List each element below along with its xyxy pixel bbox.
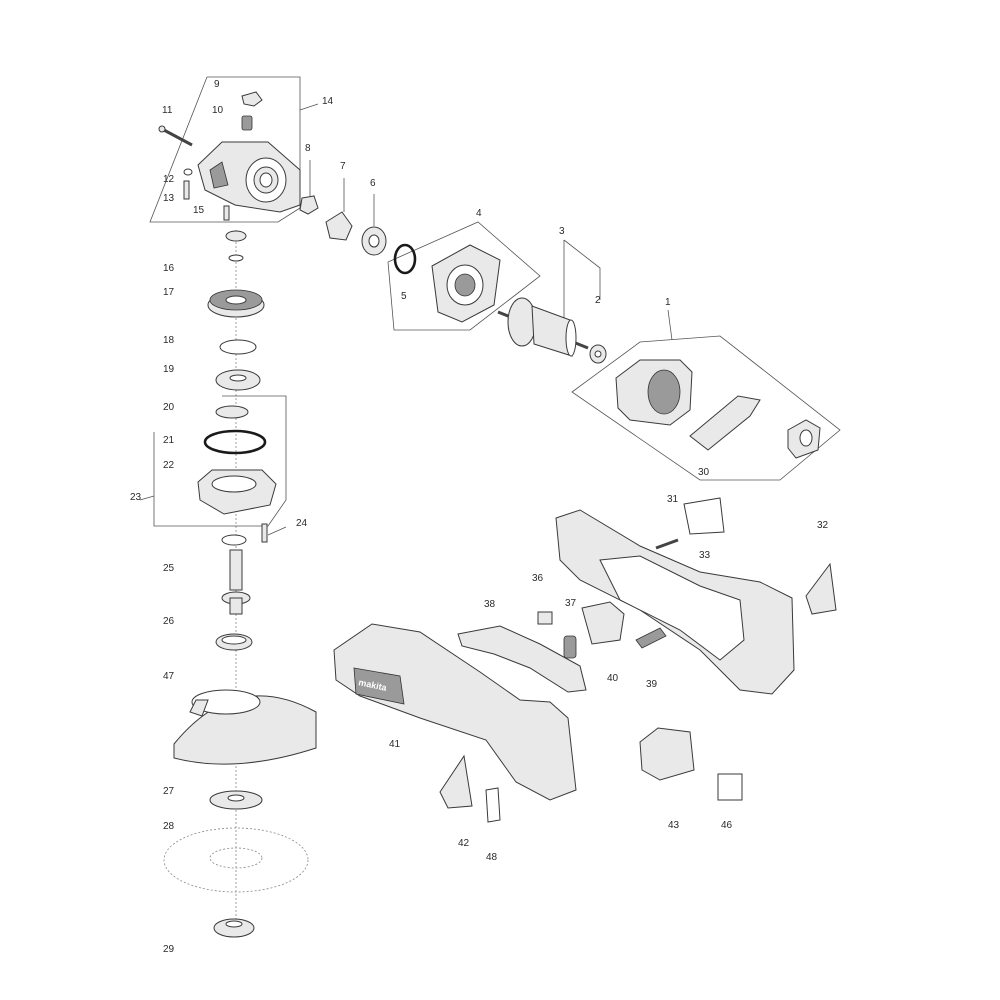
part-label-27: 27 (163, 786, 175, 797)
part-gear-housing (197, 141, 301, 213)
part-pin-15 (223, 205, 230, 221)
part-label-29: 29 (163, 944, 175, 955)
part-bearing-box-23 (197, 469, 277, 515)
part-label-43: 43 (668, 820, 680, 831)
part-sensor (787, 419, 821, 459)
part-label-47: 47 (163, 671, 175, 682)
part-lock-nut (213, 918, 255, 938)
part-label-40: 40 (607, 673, 619, 684)
part-label-22: 22 (163, 460, 175, 471)
part-screw-31 (655, 538, 679, 550)
part-label-4: 4 (476, 208, 482, 219)
part-housing-33 (555, 509, 795, 695)
part-label-2: 2 (595, 295, 601, 306)
part-label-38: 38 (484, 599, 496, 610)
part-label-5: 5 (401, 291, 407, 302)
part-inner-flange (209, 790, 263, 810)
group-outline-1 (571, 309, 841, 481)
part-label-14: 14 (322, 96, 334, 107)
part-circuit-board (689, 395, 761, 451)
part-label-30 (683, 497, 725, 535)
part-label-28: 28 (163, 821, 175, 832)
part-label-1: 1 (665, 297, 671, 308)
part-bracket-32 (805, 562, 837, 615)
part-terminal-43 (639, 727, 695, 781)
part-nut-8 (299, 160, 319, 215)
part-label-48 (485, 787, 501, 823)
part-label-37: 37 (565, 598, 577, 609)
part-oring-5 (393, 243, 417, 275)
part-label-16: 16 (163, 263, 175, 274)
group-outline-23 (139, 395, 287, 527)
part-label-6: 6 (370, 178, 376, 189)
part-label-8: 8 (305, 143, 311, 154)
part-label-15: 15 (193, 205, 205, 216)
part-label-25: 25 (163, 563, 175, 574)
part-label-33: 33 (699, 550, 711, 561)
part-pinion-7 (325, 178, 353, 241)
part-label-10: 10 (212, 105, 224, 116)
part-label-18: 18 (163, 335, 175, 346)
part-label-23: 23 (130, 492, 142, 503)
part-pin-13 (183, 180, 190, 200)
part-bearing-20 (215, 369, 261, 391)
part-switch-36 (537, 611, 553, 625)
part-switch-lever-38 (457, 625, 587, 693)
part-label-20: 20 (163, 402, 175, 413)
part-bearing-box (431, 244, 501, 323)
part-label-46: 46 (721, 820, 733, 831)
part-label-32: 32 (817, 520, 829, 531)
part-bearing-2 (589, 344, 607, 364)
part-spring-10 (241, 115, 253, 131)
part-label-42: 42 (458, 838, 470, 849)
part-labyrinth-ring (215, 633, 253, 651)
part-washer-16 (225, 230, 247, 242)
part-spiral-bevel-gear (207, 289, 265, 318)
part-ring-17 (228, 254, 244, 262)
part-ring-21 (215, 405, 249, 419)
part-abrasive-wheel (163, 827, 309, 893)
group-bracket-2-3 (563, 239, 601, 320)
part-switch-40 (581, 601, 625, 645)
part-lock-button (241, 91, 263, 107)
part-label-19: 19 (163, 364, 175, 375)
part-wheel-guard (173, 689, 317, 765)
part-oring-22 (203, 429, 267, 455)
part-stator (615, 359, 693, 426)
part-label-31: 31 (667, 494, 679, 505)
part-label-13: 13 (163, 193, 175, 204)
part-armature (497, 297, 589, 357)
part-label-26: 26 (163, 616, 175, 627)
part-bracket-42 (439, 754, 473, 809)
part-label-17: 17 (163, 287, 175, 298)
part-slide-knob-39 (635, 627, 667, 649)
part-retaining-ring-19 (219, 339, 257, 355)
part-label-46 (717, 773, 743, 801)
part-label-9: 9 (214, 79, 220, 90)
part-label-3: 3 (559, 226, 565, 237)
part-label-12: 12 (163, 174, 175, 185)
part-oring-12 (183, 168, 193, 176)
group-outline-14 (149, 76, 319, 223)
part-label-41: 41 (389, 739, 401, 750)
part-retaining-ring-25 (221, 534, 247, 546)
part-label-11: 11 (162, 105, 173, 116)
part-label-24: 24 (296, 518, 308, 529)
part-label-39: 39 (646, 679, 658, 690)
part-spring-37 (563, 635, 577, 659)
part-screw-11 (158, 125, 193, 147)
part-screw-24 (261, 523, 287, 543)
part-bearing-6 (361, 194, 387, 256)
part-label-7: 7 (340, 161, 346, 172)
part-label-36: 36 (532, 573, 544, 584)
group-outline-4 (387, 221, 541, 331)
part-spindle (221, 549, 251, 615)
part-label-30: 30 (698, 467, 710, 478)
part-label-21: 21 (163, 435, 175, 446)
part-housing-41 (333, 623, 577, 801)
part-label-48: 48 (486, 852, 498, 863)
